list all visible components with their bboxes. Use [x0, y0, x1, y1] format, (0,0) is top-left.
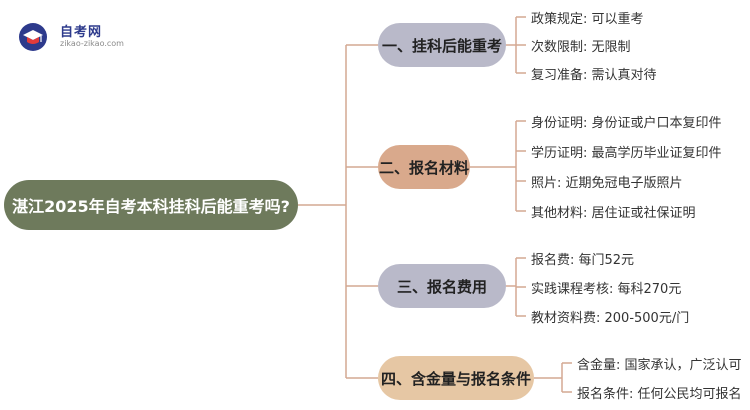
- leaf-photo: 照片: 近期免冠电子版照片: [531, 176, 683, 191]
- branch-materials: 二、报名材料: [378, 145, 470, 189]
- branch-value-conditions: 四、含金量与报名条件: [378, 356, 534, 400]
- leaf-other-materials: 其他材料: 居住证或社保证明: [531, 206, 696, 221]
- leaf-practical-fee: 实践课程考核: 每科270元: [531, 282, 682, 297]
- site-logo[interactable]: 自考网 zikao-zikao.com: [18, 18, 158, 54]
- root-topic: 湛江2025年自考本科挂科后能重考吗?: [4, 180, 298, 230]
- logo-title: 自考网: [60, 25, 103, 40]
- leaf-ticks-2: [516, 120, 526, 212]
- logo-url: zikao-zikao.com: [60, 39, 124, 48]
- leaf-ticks-4: [562, 362, 572, 393]
- leaf-policy: 政策规定: 可以重考: [531, 12, 644, 27]
- leaf-preparation: 复习准备: 需认真对待: [531, 68, 657, 83]
- leaf-attempt-limit: 次数限制: 无限制: [531, 40, 631, 55]
- leaf-registration-fee: 报名费: 每门52元: [531, 253, 635, 268]
- branch-retake: 一、挂科后能重考: [378, 23, 506, 67]
- leaf-education-proof: 学历证明: 最高学历毕业证复印件: [531, 146, 722, 161]
- leaf-textbook-fee: 教材资料费: 200-500元/门: [531, 311, 690, 326]
- graduation-cap-icon: [19, 23, 47, 51]
- leaf-eligibility: 报名条件: 任何公民均可报名: [577, 387, 742, 402]
- leaf-id-proof: 身份证明: 身份证或户口本复印件: [531, 116, 722, 131]
- leaf-ticks-3: [516, 257, 526, 317]
- leaf-recognition: 含金量: 国家承认，广泛认可: [577, 358, 742, 373]
- leaf-ticks-1: [516, 16, 526, 74]
- branch-fees: 三、报名费用: [378, 264, 506, 308]
